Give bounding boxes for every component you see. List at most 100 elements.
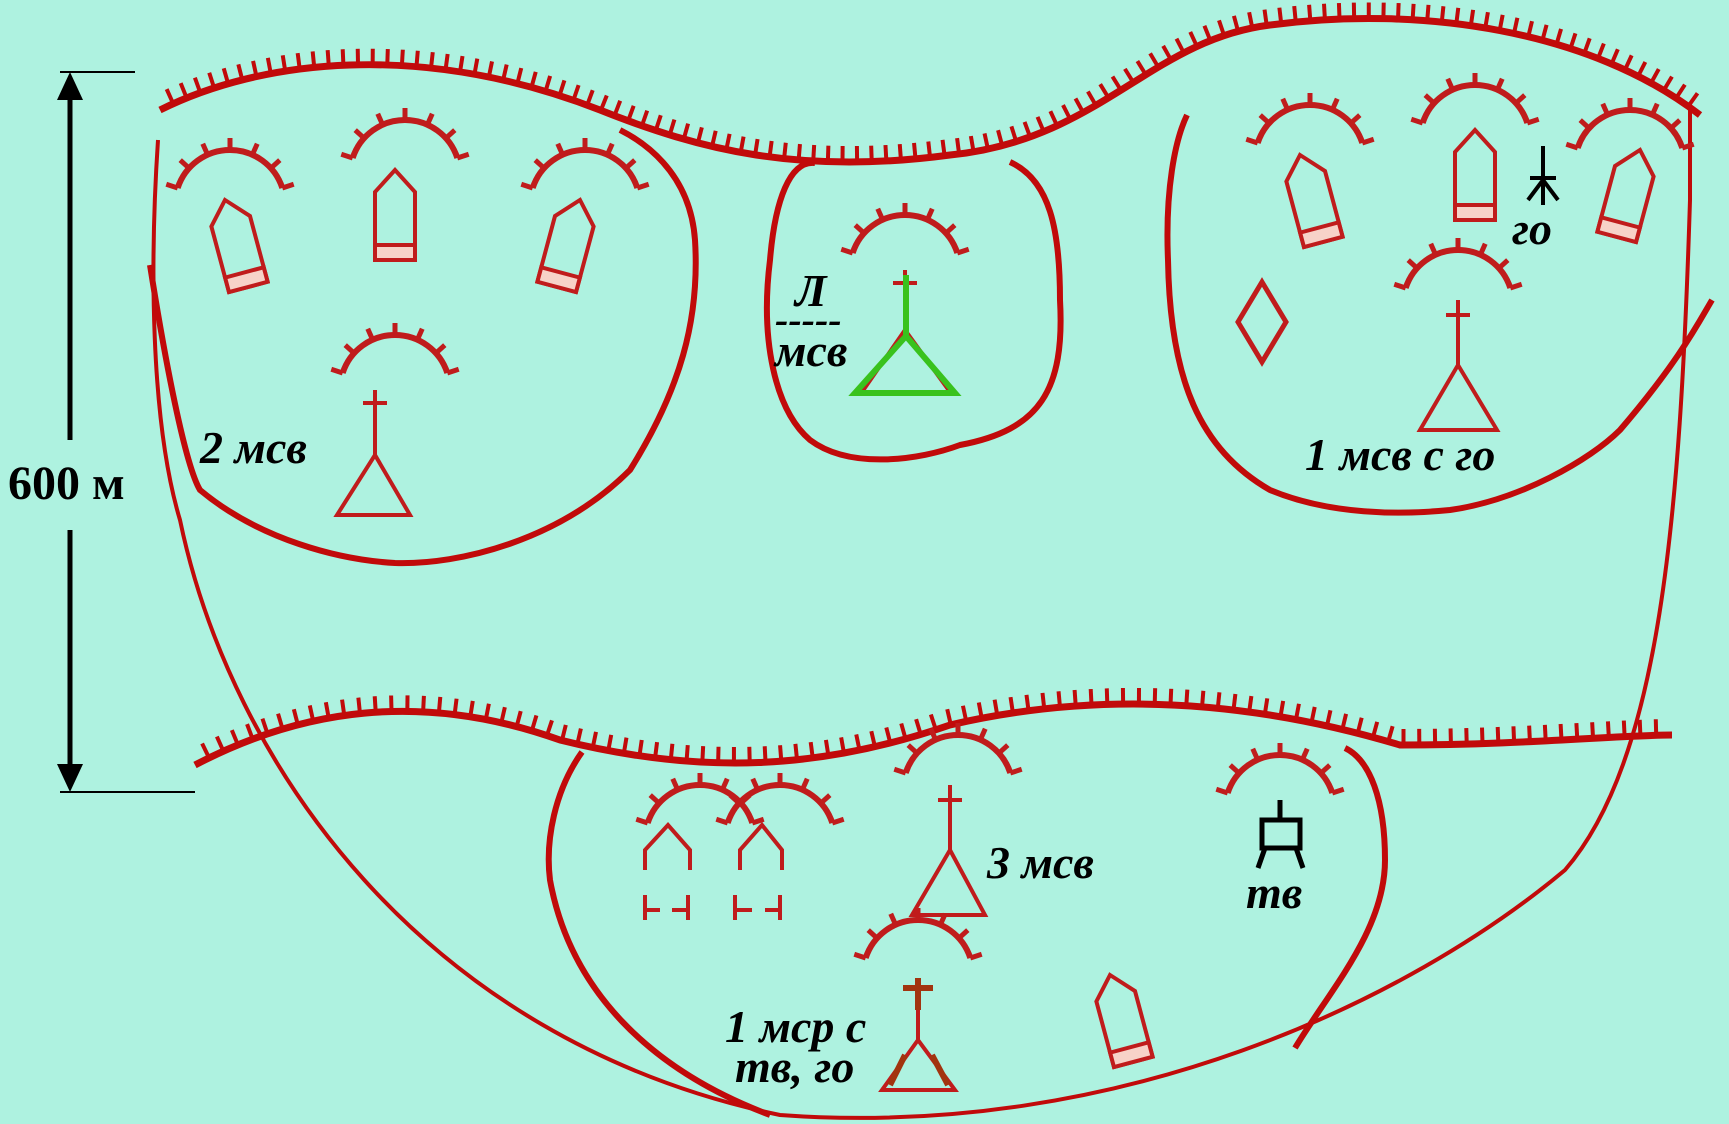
trench-tick xyxy=(1605,721,1611,738)
shelter-tick xyxy=(1331,786,1345,796)
trench-tick xyxy=(560,724,568,741)
vehicle-posts xyxy=(209,127,1656,1070)
trench-tick xyxy=(543,75,553,92)
trench-tick xyxy=(236,63,245,81)
trench-tick xyxy=(883,144,889,162)
trench-tick xyxy=(1247,11,1255,29)
trench-tick xyxy=(1262,9,1269,26)
shelter-tick xyxy=(1215,786,1229,796)
trench-tick xyxy=(499,706,507,724)
vehicle-post-icon xyxy=(1453,127,1497,222)
trench-tick xyxy=(178,82,189,99)
shelter-tick xyxy=(365,327,375,341)
vehicle-post-icon xyxy=(534,197,596,295)
trench-tick xyxy=(808,741,815,759)
shelter-marker-icon xyxy=(849,212,961,254)
trench-tick xyxy=(1098,83,1111,99)
shelter-tick xyxy=(1009,766,1023,776)
trench-tick xyxy=(1558,723,1564,741)
shelter-tick xyxy=(533,158,546,171)
trench-tick xyxy=(1123,67,1136,84)
shelter-tick xyxy=(888,912,898,926)
trench-tick xyxy=(545,719,554,737)
position-outline xyxy=(151,110,1692,1120)
trench-tick xyxy=(955,137,962,155)
trench-tick xyxy=(1674,83,1687,100)
top-trench-ticks xyxy=(164,2,1700,163)
trench-tick xyxy=(1636,61,1648,78)
trench-tick xyxy=(884,727,893,744)
shelter-tick xyxy=(1669,118,1682,131)
trench-tick xyxy=(1468,9,1476,27)
trench-tick xyxy=(1200,690,1206,707)
shelter-tick xyxy=(340,151,354,161)
shelter-tick xyxy=(956,246,970,256)
shelter-tick xyxy=(1681,141,1695,151)
trench-tick xyxy=(1277,7,1284,24)
shelter-tick xyxy=(928,727,938,741)
trench-tick xyxy=(823,739,831,757)
trench-tick xyxy=(1336,2,1342,20)
right-group-outline xyxy=(1164,113,1715,516)
shelter-marker-icon xyxy=(724,782,836,824)
trench-tick xyxy=(1662,75,1674,92)
shelter-tick xyxy=(624,158,637,171)
trench-tick xyxy=(1168,688,1174,705)
trench-tick xyxy=(1247,695,1254,713)
trench-tick xyxy=(1554,28,1563,45)
shelter-tick xyxy=(1600,102,1610,116)
trench-tick xyxy=(899,722,908,740)
trench-tick xyxy=(1479,727,1485,744)
trench-tick xyxy=(1495,726,1501,744)
trench-tick xyxy=(1231,15,1240,32)
trench-tick xyxy=(1278,700,1286,718)
shelter-tick xyxy=(720,777,730,791)
trench-tick xyxy=(340,699,347,716)
shelter-arcs xyxy=(165,73,1695,961)
shelter-tick xyxy=(1495,77,1505,91)
shelter-tick xyxy=(444,128,457,141)
trench-tick xyxy=(468,700,475,718)
top-trench-line xyxy=(158,15,1703,166)
trench-tick xyxy=(710,130,718,147)
shelter-tick xyxy=(636,181,650,191)
shelter-tick xyxy=(1478,242,1488,256)
scale-label: 600 м xyxy=(8,457,125,510)
trench-tick xyxy=(1540,24,1549,41)
trench-tick xyxy=(1110,75,1123,92)
trench-tick xyxy=(640,109,650,127)
mortar-icon-bottom xyxy=(908,785,989,917)
vehicle-post-icon xyxy=(1094,972,1156,1070)
mortar-icon-right xyxy=(1416,300,1501,432)
shelter-tick xyxy=(555,142,565,156)
shelter-tick xyxy=(343,343,356,356)
trench-tick xyxy=(472,58,480,75)
trench-tick xyxy=(529,714,539,732)
vehicle-post-icon xyxy=(209,197,271,295)
center-top-label-top: Л xyxy=(795,265,827,316)
shelter-tick xyxy=(906,743,919,756)
shelter-tick xyxy=(819,793,832,806)
trench-tick xyxy=(310,51,317,68)
trench-tick xyxy=(1637,719,1643,736)
trench-tick xyxy=(869,730,877,748)
trench-tick xyxy=(796,143,802,161)
trench-tick xyxy=(1590,722,1596,739)
trench-tick xyxy=(356,697,362,714)
shelter-tick xyxy=(893,766,907,776)
trench-tick xyxy=(207,72,217,89)
shelter-marker-icon xyxy=(339,332,451,374)
shelter-tick xyxy=(728,793,741,806)
trench-tick xyxy=(926,141,933,158)
shelter-tick xyxy=(751,816,765,826)
trench-tick xyxy=(1340,713,1349,730)
shelter-tick xyxy=(750,777,760,791)
trench-tick xyxy=(1512,17,1520,34)
command-mortar-accent xyxy=(887,978,951,1087)
trench-tick xyxy=(295,52,302,70)
shelter-tick xyxy=(415,327,425,341)
bottom-trench-ticks xyxy=(200,687,1659,763)
shelter-tick xyxy=(1349,113,1362,126)
shelter-tick xyxy=(250,142,260,156)
